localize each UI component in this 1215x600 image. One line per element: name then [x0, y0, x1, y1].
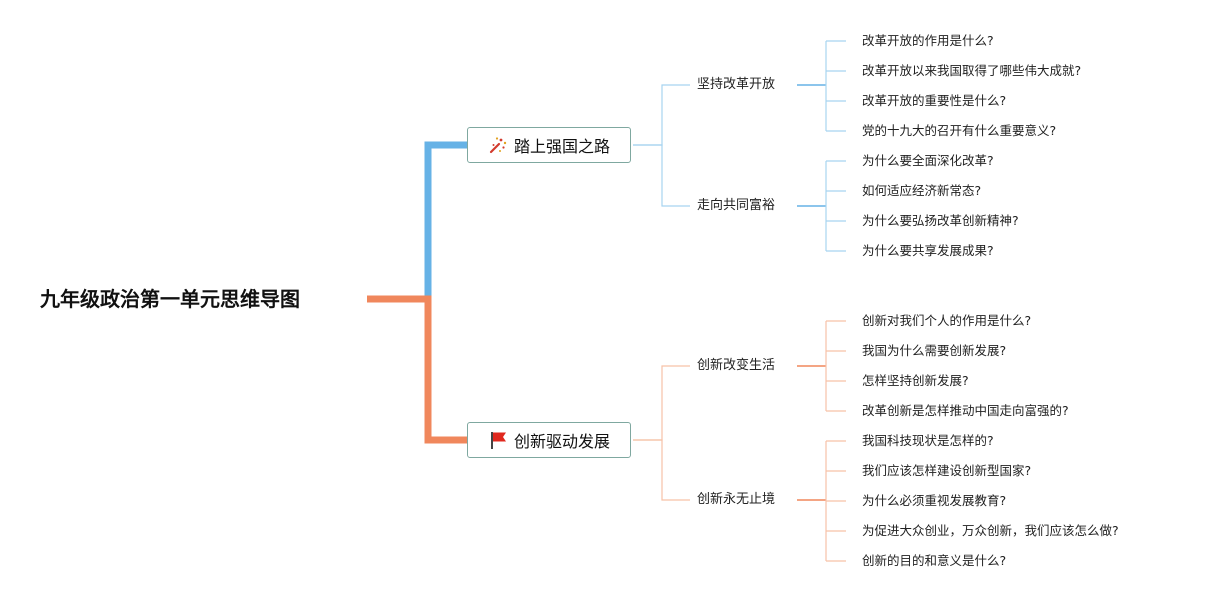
leaf-question[interactable]: 改革开放以来我国取得了哪些伟大成就?: [862, 63, 1082, 78]
branch-label: 踏上强国之路: [513, 137, 610, 156]
leaf-question[interactable]: 为什么必须重视发展教育?: [862, 493, 1007, 508]
leaf-question[interactable]: 党的十九大的召开有什么重要意义?: [862, 123, 1057, 138]
fireworks-icon: [488, 135, 508, 155]
root-link-orange: [367, 295, 467, 444]
sub-links: [797, 40, 846, 562]
leaf-question[interactable]: 为什么要全面深化改革?: [862, 153, 994, 168]
branch-link: [633, 439, 690, 501]
leaf-question[interactable]: 如何适应经济新常态?: [862, 183, 982, 198]
sub-node-innovation-life[interactable]: 创新改变生活: [697, 358, 776, 373]
sub-node-common-prosperity[interactable]: 走向共同富裕: [697, 198, 776, 213]
leaf-question[interactable]: 怎样坚持创新发展?: [862, 373, 969, 388]
leaf-question[interactable]: 我国为什么需要创新发展?: [862, 343, 1007, 358]
leaf-question[interactable]: 改革开放的重要性是什么?: [862, 93, 1007, 108]
leaf-question[interactable]: 创新对我们个人的作用是什么?: [862, 313, 1032, 328]
root-title[interactable]: 九年级政治第一单元思维导图: [40, 287, 300, 311]
leaf-question[interactable]: 为促进大众创业，万众创新，我们应该怎么做?: [862, 523, 1119, 538]
branch-node-strong-nation[interactable]: 踏上强国之路: [467, 127, 631, 163]
branch-links: [633, 84, 690, 501]
branch-link: [633, 84, 690, 146]
branch-node-innovation[interactable]: 创新驱动发展: [467, 422, 631, 458]
branch-label: 创新驱动发展: [513, 432, 610, 451]
root-link-blue: [367, 141, 467, 303]
leaf-question[interactable]: 我们应该怎样建设创新型国家?: [862, 463, 1032, 478]
branch-link: [633, 365, 690, 441]
leaf-question[interactable]: 创新的目的和意义是什么?: [862, 553, 1007, 568]
red-flag-icon: [488, 430, 508, 450]
leaf-question[interactable]: 改革创新是怎样推动中国走向富强的?: [862, 403, 1069, 418]
sub-node-reform-opening[interactable]: 坚持改革开放: [697, 77, 776, 92]
branch-link: [633, 144, 690, 207]
leaf-question[interactable]: 改革开放的作用是什么?: [862, 33, 994, 48]
leaf-question[interactable]: 我国科技现状是怎样的?: [862, 433, 994, 448]
leaf-question[interactable]: 为什么要弘扬改革创新精神?: [862, 213, 1019, 228]
sub-node-innovation-endless[interactable]: 创新永无止境: [697, 492, 776, 507]
root-links: [367, 141, 467, 444]
leaf-question[interactable]: 为什么要共享发展成果?: [862, 243, 994, 258]
